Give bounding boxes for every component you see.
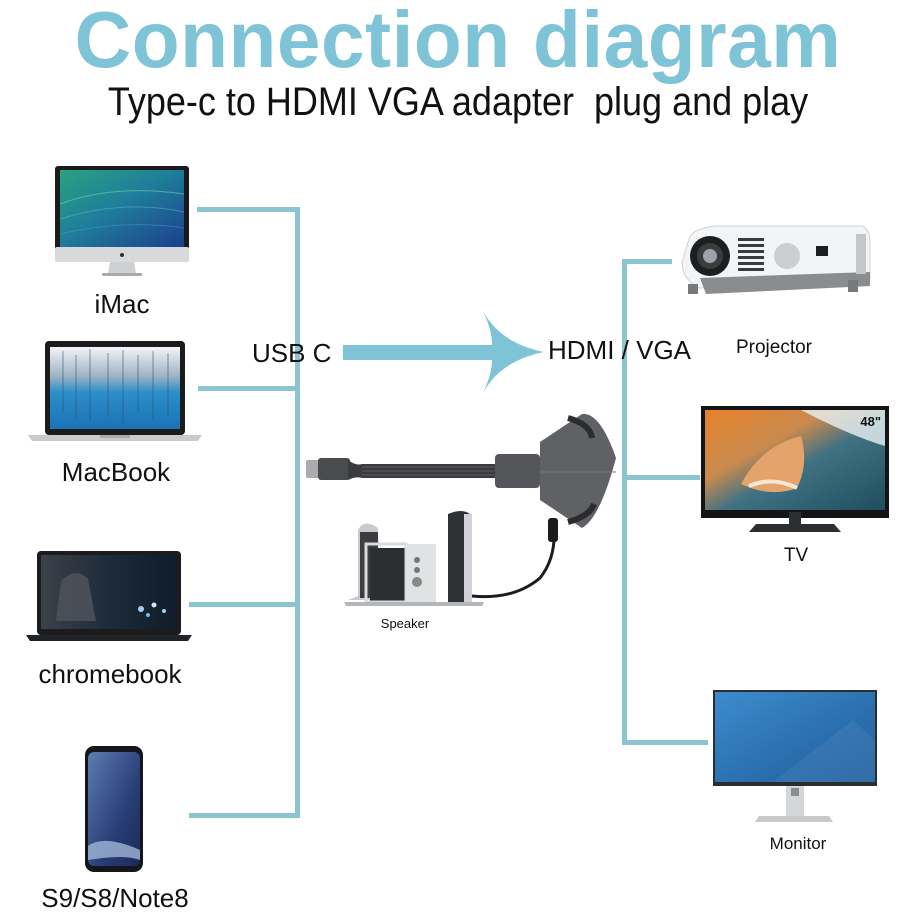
device-imac (54, 164, 190, 276)
label-macbook: MacBook (61, 457, 171, 487)
arrow-head (483, 311, 544, 393)
usb-c-adapter-icon (306, 413, 616, 528)
label-tv: TV (783, 545, 809, 566)
label-speaker: Speaker (380, 616, 430, 631)
wire-right-bus (622, 259, 627, 745)
tv-icon (701, 406, 889, 532)
arrow-right-icon (343, 311, 544, 393)
device-projector (676, 222, 872, 302)
wire-chromebook (189, 602, 299, 607)
device-phone (84, 746, 144, 872)
projector-icon (681, 225, 871, 294)
laptop-icon (26, 551, 192, 641)
device-chromebook (26, 551, 192, 641)
arrow-shaft (343, 345, 493, 360)
label-projector: Projector (735, 337, 813, 358)
diagram-subtitle: Type-c to HDMI VGA adapter plug and play (107, 80, 809, 124)
monitor-icon (713, 690, 877, 822)
wire-monitor (622, 740, 708, 745)
label-usb-c: USB C (252, 338, 332, 368)
adapter-device (300, 408, 630, 538)
tv-size-badge: 48" (860, 414, 881, 429)
wire-left-bus (295, 207, 300, 818)
label-monitor: Monitor (769, 834, 827, 853)
wire-projector (622, 259, 672, 264)
label-imac: iMac (94, 289, 150, 319)
label-phone: S9/S8/Note8 (41, 883, 189, 913)
imac-icon (55, 166, 189, 276)
wire-phone (189, 813, 299, 818)
diagram-title: Connection diagram (74, 0, 842, 84)
smartphone-icon (85, 746, 143, 872)
label-hdmi-vga: HDMI / VGA (548, 335, 692, 365)
device-tv: 48" (701, 406, 889, 534)
wire-macbook (198, 386, 298, 391)
device-macbook (28, 341, 202, 443)
wire-imac (197, 207, 299, 212)
device-monitor (713, 690, 877, 824)
label-chromebook: chromebook (38, 659, 182, 689)
wire-tv (622, 475, 700, 480)
laptop-icon (28, 341, 202, 441)
speaker-icon (344, 511, 558, 606)
device-speaker (344, 508, 564, 608)
